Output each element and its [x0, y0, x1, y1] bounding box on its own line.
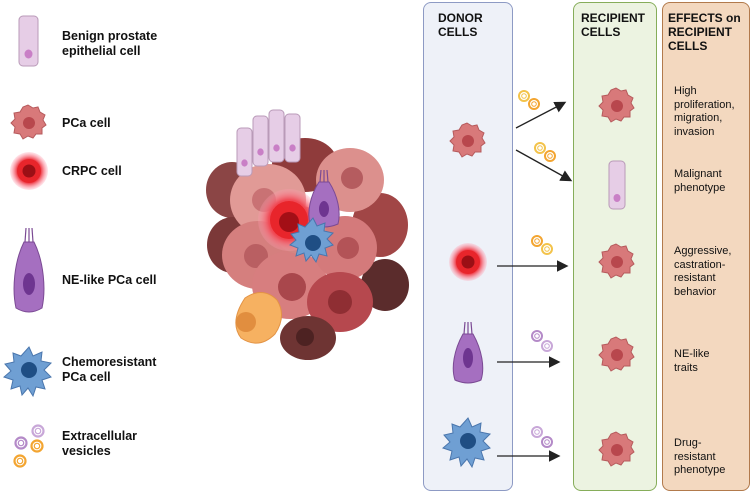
legend-label-ne-like: NE-like PCa cell: [62, 273, 157, 287]
tumor-cluster: [206, 109, 409, 360]
donor-cells-title: DONOR CELLS: [438, 11, 483, 39]
legend-label-vesicles: Extracellular vesicles: [62, 429, 138, 458]
legend-label-chemoresistant: Chemoresistant PCa cell: [62, 355, 157, 384]
donor-chemoresistant-cell: [442, 417, 492, 469]
recipient-pca-cell-4: [598, 431, 635, 467]
effect-text-3: Aggressive, castration- resistant behavi…: [674, 245, 732, 298]
arrow-1: [515, 101, 567, 129]
effect-text-4: NE-like traits: [674, 348, 710, 374]
effects-title: EFFECTS on RECIPIENT CELLS: [668, 11, 741, 53]
vesicles-group-3: [531, 235, 553, 255]
chemoresistant-pca-cell-icon: [3, 346, 53, 398]
effect-text-5: Drug- resistant phenotype: [674, 437, 726, 476]
ne-like-pca-cell-icon: [13, 227, 45, 313]
effect-text-1: High proliferation, migration, invasion: [674, 85, 735, 138]
vesicles-group-4: [531, 330, 553, 352]
legend-label-crpc: CRPC cell: [62, 164, 122, 178]
recipient-pca-cell-2: [598, 243, 635, 279]
vesicles-group-2: [534, 142, 556, 162]
effect-text-2: Malignant phenotype: [674, 168, 726, 194]
recipient-pca-cell-3: [598, 336, 635, 372]
donor-ne-like-cell: [452, 321, 484, 384]
vesicles-group-1: [518, 90, 540, 110]
effects-panel: [662, 2, 750, 491]
vesicles-group-5: [531, 426, 553, 448]
extracellular-vesicles-icon: [13, 424, 45, 468]
benign-prostate-epithelial-cell-icon: [18, 15, 39, 67]
donor-pca-cell: [449, 122, 486, 158]
recipient-cells-title: RECIPIENT CELLS: [581, 11, 646, 39]
pca-cell-icon: [10, 104, 47, 140]
arrow-2: [515, 149, 573, 182]
donor-crpc-cell: [449, 243, 487, 281]
crpc-cell-icon: [10, 152, 48, 190]
legend-label-benign: Benign prostate epithelial cell: [62, 29, 158, 58]
legend-label-pca: PCa cell: [62, 116, 111, 130]
recipient-benign-cell: [608, 160, 626, 210]
recipient-pca-cell-1: [598, 87, 635, 123]
